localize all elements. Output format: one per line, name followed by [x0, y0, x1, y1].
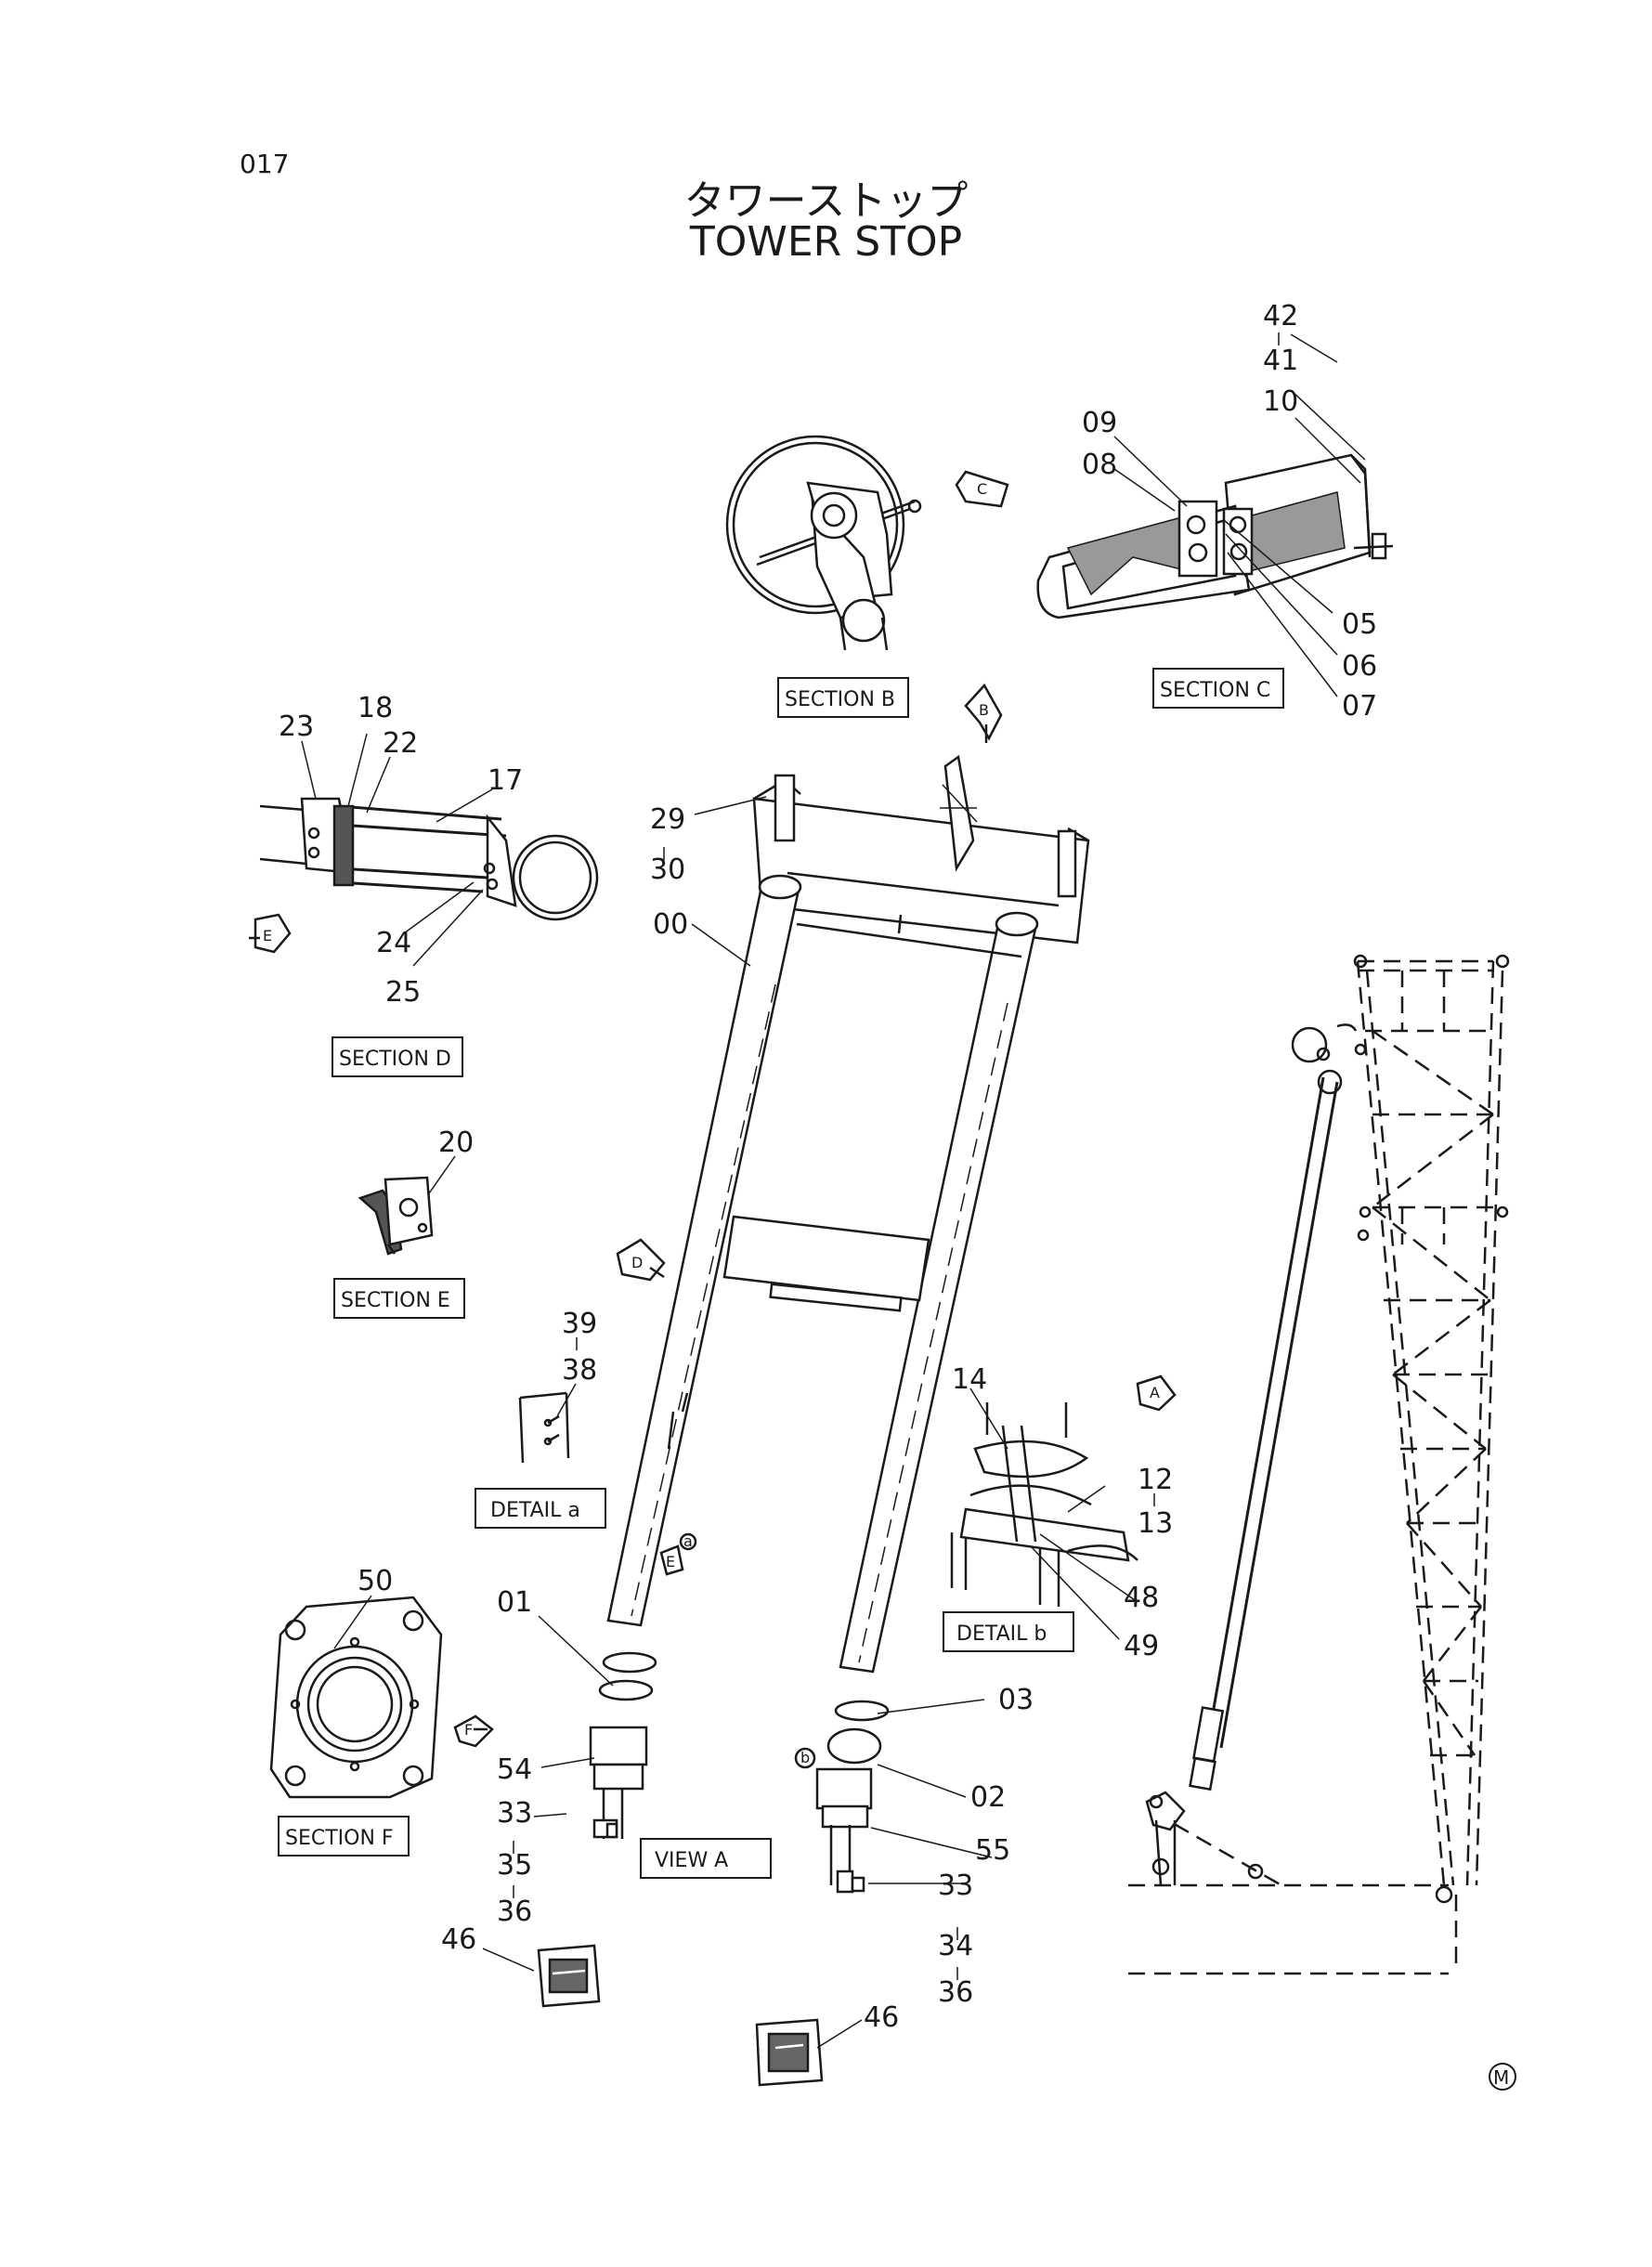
section-d-drawing — [259, 797, 599, 921]
label-34: 34 — [938, 1930, 973, 1962]
crane-side-view — [1128, 954, 1510, 1975]
arrow-d-letter: D — [631, 1254, 643, 1271]
label-22: 22 — [383, 727, 418, 760]
arrow-c-letter: C — [977, 480, 987, 498]
label-46-right: 46 — [864, 2001, 899, 2034]
section-b-label: SECTION B — [785, 688, 895, 711]
section-f-label: SECTION F — [285, 1827, 394, 1850]
detail-a-label: DETAIL a — [490, 1499, 580, 1522]
arrow-e-small — [659, 1532, 697, 1576]
part-46-left — [537, 1944, 601, 2008]
label-41: 41 — [1263, 345, 1298, 377]
label-33-right: 33 — [938, 1870, 973, 1902]
label-24: 24 — [376, 927, 411, 959]
title-english: TOWER STOP — [689, 218, 963, 266]
label-50: 50 — [358, 1565, 393, 1597]
label-01: 01 — [497, 1586, 532, 1619]
callout-a-letter: a — [683, 1532, 693, 1550]
view-a-label: VIEW A — [655, 1849, 728, 1872]
label-48: 48 — [1124, 1582, 1159, 1614]
arrow-b-letter: B — [979, 701, 989, 719]
label-03: 03 — [998, 1684, 1034, 1716]
label-42: 42 — [1263, 300, 1298, 332]
svg-text:M: M — [1493, 2066, 1509, 2089]
section-c-box — [1152, 668, 1284, 709]
section-c-drawing — [1036, 453, 1394, 619]
label-54: 54 — [497, 1753, 532, 1786]
part-46-right — [755, 2018, 824, 2087]
label-08: 08 — [1082, 449, 1117, 481]
section-e-label: SECTION E — [341, 1289, 450, 1312]
label-14: 14 — [952, 1363, 987, 1396]
section-f-drawing — [269, 1596, 443, 1799]
arrow-b — [964, 683, 1003, 743]
label-49: 49 — [1124, 1630, 1159, 1662]
label-55: 55 — [975, 1834, 1010, 1867]
arrow-f — [453, 1714, 494, 1748]
label-29: 29 — [650, 803, 685, 836]
detail-b-box — [943, 1611, 1074, 1652]
title-japanese: タワーストップ — [683, 177, 969, 225]
label-39: 39 — [562, 1308, 597, 1340]
arrow-a — [1136, 1375, 1177, 1412]
marker-m: M — [1489, 2063, 1516, 2091]
section-d-label: SECTION D — [339, 1048, 451, 1071]
arrow-f-letter: F — [464, 1721, 473, 1739]
arrow-e2-letter: E — [666, 1553, 675, 1570]
detail-a-box — [475, 1488, 606, 1529]
label-30: 30 — [650, 853, 685, 886]
label-23: 23 — [279, 710, 314, 743]
label-00: 00 — [653, 908, 688, 941]
arrow-d — [616, 1238, 666, 1282]
arrow-e-letter: E — [263, 927, 272, 945]
label-06: 06 — [1342, 650, 1377, 683]
label-25: 25 — [385, 976, 421, 1009]
label-36-right: 36 — [938, 1976, 973, 2009]
page-number: 017 — [240, 149, 290, 179]
label-12: 12 — [1138, 1464, 1173, 1496]
detail-a-drawing — [518, 1391, 570, 1464]
label-36-left: 36 — [497, 1896, 532, 1928]
section-c-label: SECTION C — [1160, 679, 1270, 702]
label-02: 02 — [970, 1781, 1006, 1814]
section-e-drawing — [358, 1176, 434, 1256]
label-05: 05 — [1342, 608, 1377, 641]
section-b-box — [777, 677, 909, 718]
label-07: 07 — [1342, 690, 1377, 723]
arrow-c — [955, 470, 1009, 508]
detail-b-callout — [794, 1747, 816, 1769]
section-d-box — [332, 1036, 463, 1077]
detail-b-drawing — [950, 1402, 1138, 1607]
label-13: 13 — [1138, 1507, 1173, 1540]
section-e-box — [333, 1278, 465, 1319]
label-10: 10 — [1263, 385, 1298, 418]
view-a-box — [640, 1838, 772, 1879]
main-frame-drawing — [589, 754, 1090, 1894]
arrow-a-letter: A — [1150, 1384, 1160, 1401]
label-33-left: 33 — [497, 1797, 532, 1830]
label-09: 09 — [1082, 407, 1117, 439]
label-35: 35 — [497, 1849, 532, 1882]
label-17: 17 — [488, 764, 523, 797]
section-b-drawing — [725, 435, 922, 651]
label-18: 18 — [358, 692, 393, 724]
arrow-e — [249, 913, 292, 954]
label-20: 20 — [438, 1127, 474, 1159]
label-46-left: 46 — [441, 1923, 476, 1956]
detail-b-label: DETAIL b — [956, 1622, 1047, 1646]
section-f-box — [278, 1816, 410, 1857]
callout-b-letter: b — [800, 1749, 810, 1766]
label-38: 38 — [562, 1354, 597, 1387]
